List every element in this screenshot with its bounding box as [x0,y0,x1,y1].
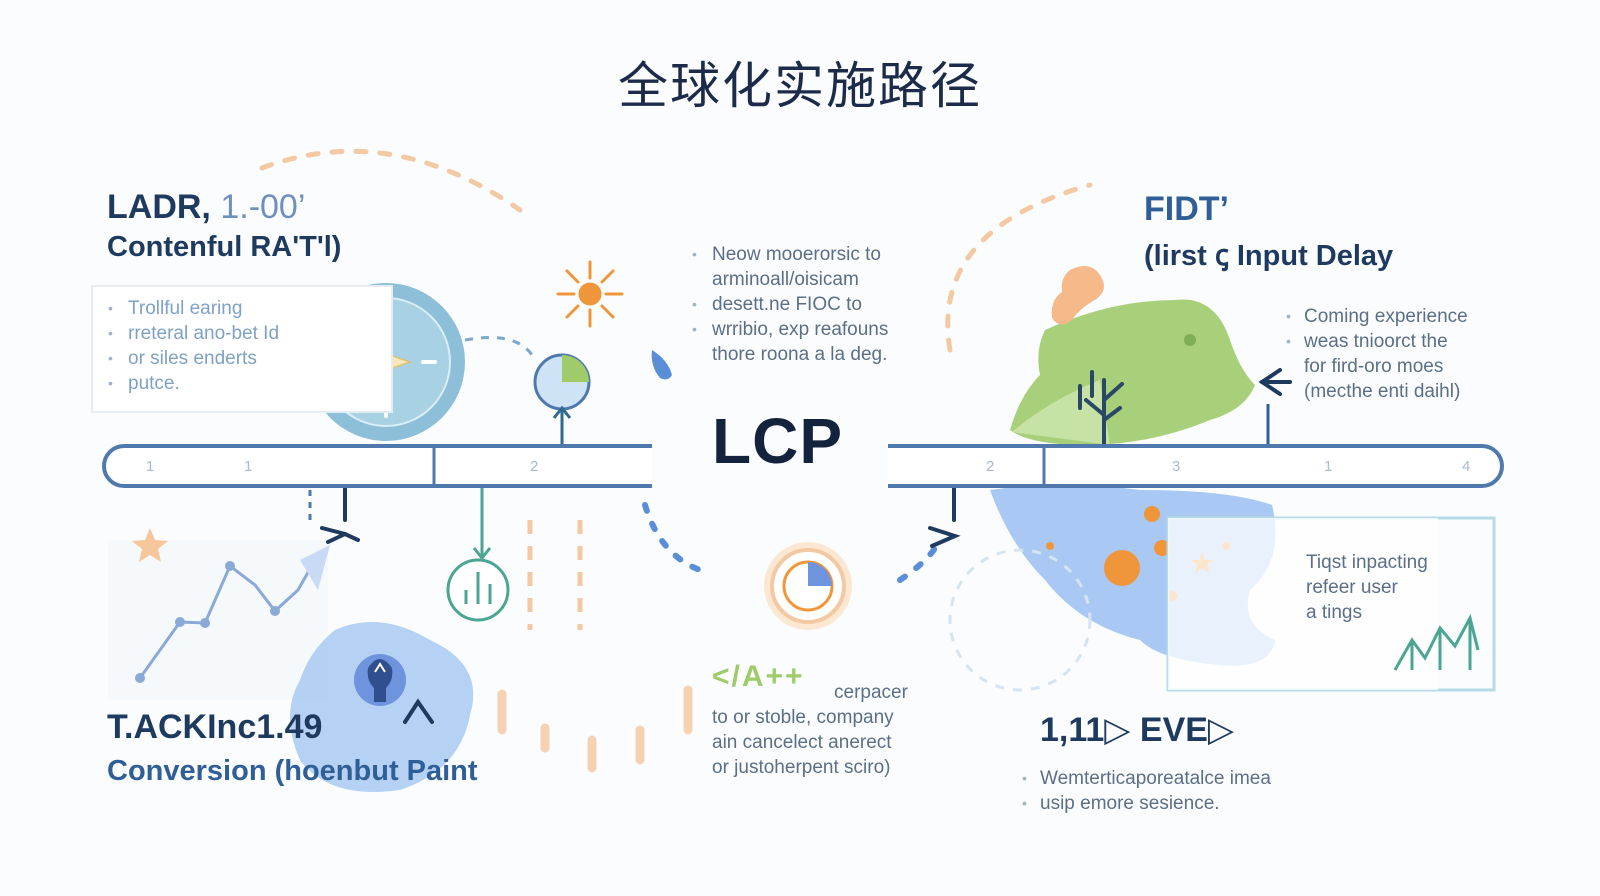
pie-chart-icon [533,353,591,478]
light-blob [290,622,474,792]
tick-label: 2 [530,458,539,475]
list-item: thore roona a la deg. [712,344,888,365]
center-bottom-line: to or stoble, company [712,707,894,728]
list-item: •desett.ne FIOC to [692,294,862,315]
list-item: for fird-oro moes [1304,356,1444,377]
left-top-list: Trollful earing rreteral ano-bet Id or s… [106,296,316,396]
tick-label: 1 [244,458,253,475]
list-item: arminoall/oisicam [712,269,859,290]
metric-code-suffix: 1.-00’ [220,188,306,226]
dashed-curve-center [642,502,703,573]
code-tag: </A++ [712,660,805,693]
center-bottom-line: cerpacer [834,682,908,703]
list-item: •usip emore sesience. [1022,793,1220,814]
center-top-list: •Neow mooerorsic to arminoall/oisicam •d… [690,242,950,367]
list-item: or siles enderts [106,346,316,371]
gear-icon [764,542,852,630]
metric-code-main: LADR, [107,188,211,226]
left-bottom-block: T.ACKInc1.49 Conversion (hoenbut Paint [107,708,547,788]
timeline-tick-labels: 1 1 2 3 2 3 1 4 [0,458,1600,482]
metric-name: Contenful RA'T'l) [107,231,342,263]
list-item: (mecthe enti daihl) [1304,381,1461,402]
left-top-block: LADR, 1.-00’ Contenful RA'T'l) [107,188,427,264]
center-label: LCP [712,405,843,477]
tick-label: 2 [986,458,995,475]
right-top-list: •Coming experience •weas tnioorct the fo… [1284,304,1524,404]
drop-icon [651,350,672,380]
star-icon [132,528,168,562]
right-top-block: FIDT’ (lirst ꞔ Input Delay [1144,190,1474,274]
metric-code: 1,11▷ EVE▷ [1040,711,1235,749]
center-bottom-block: </A++ [712,660,972,694]
list-item: •weas tnioorct the [1286,331,1448,352]
page-title: 全球化实施路径 [618,57,982,115]
list-item: •Wemterticaporeatalce imea [1022,768,1271,789]
right-bottom-list: •Wemterticaporeatalce imea •usip emore s… [1020,766,1350,816]
line-chart-icon [108,540,330,700]
metric-name: (lirst ꞔ Input Delay [1144,240,1394,272]
center-bottom-line: or justoherpent sciro) [712,757,891,778]
list-item: •Coming experience [1286,306,1468,327]
arrow-left-icon [1258,368,1292,396]
tick-label: 3 [1172,458,1181,475]
arrow-right-icon [320,486,961,548]
orange-blob [1051,266,1104,325]
box-line: Tiqst inpacting [1306,552,1428,573]
dashed-circle [948,548,1092,692]
dashed-arc-top-left [259,148,523,213]
list-item: Trollful earing [106,296,316,321]
plant-icon [1078,370,1124,446]
box-line: refeer user [1306,577,1398,598]
metric-code: FIDT’ [1144,190,1229,228]
box-line: a tings [1306,602,1362,623]
dashed-arc-top-right [945,182,1093,353]
tick-label: 1 [1324,458,1333,475]
tick-label: 1 [146,458,155,475]
list-item: •wrribio, exp reafouns [692,319,889,340]
list-item: putce. [106,371,316,396]
metric-code: T.ACKInc1.49 [107,708,323,746]
list-item: •Neow mooerorsic to [692,244,881,265]
bar-chart-icon [446,486,510,622]
center-bottom-line: ain cancelect anerect [712,732,892,753]
list-item: rreteral ano-bet Id [106,321,316,346]
tick-label: 4 [1462,458,1471,475]
metric-code: LADR, 1.-00’ [107,188,427,227]
right-box-text: Tiqst inpacting refeer user a tings [1306,550,1506,625]
sun-icon [556,260,624,328]
bulb-icon [354,654,406,706]
trend-chart-icon [1393,613,1480,671]
metric-name: Conversion (hoenbut Paint [107,755,478,787]
right-bottom-block: 1,11▷ EVE▷ [1040,710,1380,750]
